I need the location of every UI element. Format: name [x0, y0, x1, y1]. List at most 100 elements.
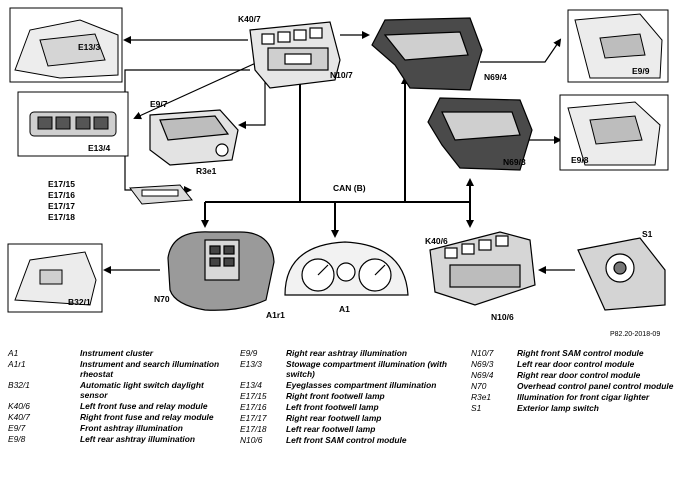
legend-description: Right front fuse and relay module — [80, 412, 214, 422]
a1-instrument-cluster-drawing — [284, 241, 409, 296]
legend-item: E9/8 Left rear ashtray illumination — [8, 434, 230, 444]
label-e9-7: E9/7 — [150, 99, 168, 109]
legend-code: E9/7 — [8, 423, 26, 433]
legend-code: E17/18 — [240, 424, 267, 434]
label-n70: N70 — [154, 294, 170, 304]
s1-switch-drawing — [577, 237, 666, 311]
legend-code: B32/1 — [8, 380, 30, 390]
n69-3-door-drawing — [427, 97, 533, 171]
legend-description: Right rear door control module — [517, 370, 641, 380]
legend-description: Left rear ashtray illumination — [80, 434, 195, 444]
legend-code: R3e1 — [471, 392, 492, 402]
legend-description: Left rear footwell lamp — [286, 424, 376, 434]
legend-code: E13/3 — [240, 359, 262, 369]
legend-code: S1 — [471, 403, 482, 413]
k40-7-module-drawing — [249, 21, 341, 89]
can-bus-label: CAN (B) — [333, 183, 366, 193]
legend-code: E9/9 — [240, 348, 258, 358]
legend-code: N70 — [471, 381, 487, 391]
legend-code: N10/7 — [471, 348, 494, 358]
legend-item: N10/6 Left front SAM control module — [240, 435, 462, 445]
legend-description: Front ashtray illumination — [80, 423, 183, 433]
legend-code: E13/4 — [240, 380, 262, 390]
e9-7-ashtray-drawing — [149, 109, 239, 166]
legend-description: Automatic light switch daylight sensor — [80, 380, 204, 400]
label-a1: A1 — [339, 304, 350, 314]
legend-item: K40/7 Right front fuse and relay module — [8, 412, 230, 422]
n69-4-door-drawing — [371, 17, 483, 91]
legend-code: E17/16 — [240, 402, 267, 412]
e9-8-ashtray-drawing — [559, 94, 669, 171]
legend-item: A1 Instrument cluster — [8, 348, 230, 358]
legend-description: Left front fuse and relay module — [80, 401, 208, 411]
legend-description: Illumination for front cigar lighter — [517, 392, 650, 402]
label-a1r1: A1r1 — [266, 310, 285, 320]
legend-item: N10/7 Right front SAM control module — [471, 348, 676, 358]
label-e9-8: E9/8 — [571, 155, 589, 165]
label-k40-6: K40/6 — [425, 236, 448, 246]
legend-code: E17/15 — [240, 391, 267, 401]
label-e17-16: E17/16 — [48, 190, 75, 200]
legend-item: E13/4 Eyeglasses compartment illumination — [240, 380, 462, 390]
legend-item: E9/7 Front ashtray illumination — [8, 423, 230, 433]
label-n69-4: N69/4 — [484, 72, 507, 82]
figure-reference: P82.20-2018-09 — [610, 331, 660, 338]
label-r3e1: R3e1 — [196, 166, 217, 176]
e13-3-stowage-drawing — [9, 7, 123, 83]
label-n69-3: N69/3 — [503, 157, 526, 167]
legend-description: Left rear door control module — [517, 359, 635, 369]
legend-code: A1r1 — [8, 359, 26, 369]
legend-code: N69/4 — [471, 370, 494, 380]
label-e17-17: E17/17 — [48, 201, 75, 211]
legend-item: B32/1 Automatic light switch daylight sen… — [8, 380, 230, 400]
label-n10-6: N10/6 — [491, 312, 514, 322]
legend-code: K40/7 — [8, 412, 30, 422]
legend-description: Right front SAM control module — [517, 348, 644, 358]
legend-code: E9/8 — [8, 434, 26, 444]
legend-code: N69/3 — [471, 359, 494, 369]
n70-overhead-panel-drawing — [167, 231, 275, 311]
b32-1-sensor-drawing — [7, 243, 103, 313]
legend-code: A1 — [8, 348, 19, 358]
k40-6-module-drawing — [429, 231, 536, 306]
legend-item: R3e1 Illumination for front cigar lighter — [471, 392, 676, 402]
legend-item: E17/15 Right front footwell lamp — [240, 391, 462, 401]
legend-item: E9/9 Right rear ashtray illumination — [240, 348, 462, 358]
legend-item: K40/6 Left front fuse and relay module — [8, 401, 230, 411]
wiring-diagram: K40/7 N10/7 E13/3 E13/4 E9/7 R3e1 E17/15… — [7, 7, 669, 338]
legend-description: Right rear ashtray illumination — [286, 348, 407, 358]
legend-description: Stowage compartment illumination (with s… — [286, 359, 447, 379]
legend-description: Right front footwell lamp — [286, 391, 385, 401]
label-k40-7: K40/7 — [238, 14, 261, 24]
legend-code: K40/6 — [8, 401, 30, 411]
legend-item: N69/3 Left rear door control module — [471, 359, 676, 369]
legend-code: N10/6 — [240, 435, 263, 445]
label-n10-7: N10/7 — [330, 70, 353, 80]
legend-description: Exterior lamp switch — [517, 403, 599, 413]
label-e9-9: E9/9 — [632, 66, 650, 76]
label-s1: S1 — [642, 229, 653, 239]
legend-item: E13/3 Stowage compartment illumination (w… — [240, 359, 462, 379]
legend-item: N69/4 Right rear door control module — [471, 370, 676, 380]
e13-4-eyeglasses-drawing — [17, 91, 129, 157]
e9-9-ashtray-drawing — [567, 9, 669, 83]
legend-description: Left front SAM control module — [286, 435, 407, 445]
legend-description: Right rear footwell lamp — [286, 413, 382, 423]
label-e13-4: E13/4 — [88, 143, 110, 153]
can-bus — [201, 68, 474, 238]
legend-description: Eyeglasses compartment illumination — [286, 380, 437, 390]
legend-description: Instrument cluster — [80, 348, 154, 358]
label-e17-18: E17/18 — [48, 212, 75, 222]
label-b32-1: B32/1 — [68, 297, 91, 307]
legend-item: E17/18 Left rear footwell lamp — [240, 424, 462, 434]
label-e13-3: E13/3 — [78, 42, 100, 52]
e17-footwell-lamp-drawing — [129, 184, 193, 205]
